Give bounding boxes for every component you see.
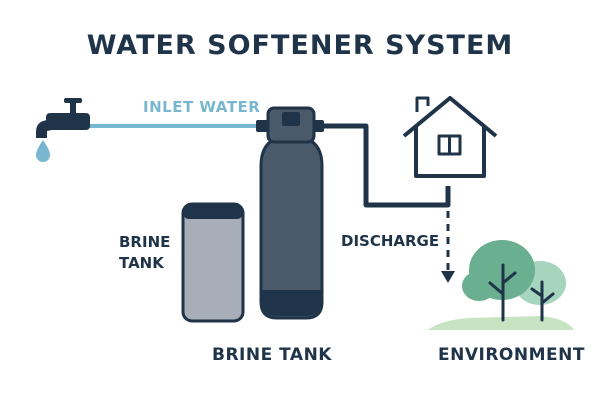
outlet-pipe — [318, 123, 451, 208]
water-drop-icon — [36, 140, 50, 162]
ground — [428, 316, 574, 330]
brine-side-line2: TANK — [119, 254, 164, 272]
inlet-water-label: INLET WATER — [143, 98, 261, 116]
brine-tank — [181, 202, 245, 323]
brine-tank-side-label: BRINE TANK — [119, 232, 170, 274]
faucet-icon — [36, 98, 90, 138]
discharge-arrow — [441, 271, 455, 283]
environment-label: ENVIRONMENT — [438, 345, 585, 365]
softener-tank — [259, 134, 324, 320]
brine-tank-label: BRINE TANK — [212, 345, 332, 365]
trees-icon — [462, 240, 566, 322]
brine-side-line1: BRINE — [119, 233, 171, 251]
page-title: WATER SOFTENER SYSTEM — [86, 30, 514, 61]
control-valve — [256, 106, 324, 144]
discharge-label: DISCHARGE — [341, 232, 440, 250]
house-icon — [402, 96, 498, 178]
